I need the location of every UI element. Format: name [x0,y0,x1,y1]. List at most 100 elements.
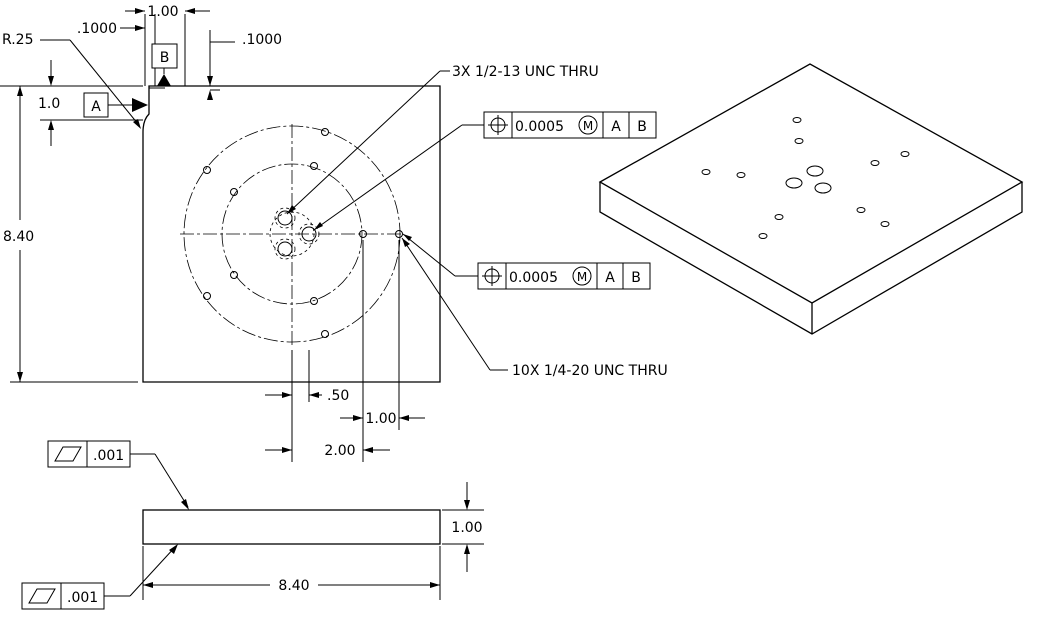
isometric-view [598,63,1024,335]
arrowhead [135,8,145,14]
iso-side-edges [599,182,1023,335]
small-hole [321,128,329,136]
datum-a-triangle [132,98,148,112]
arrowhead [207,90,213,100]
dim-hole-spacing: 2.00 [324,443,355,459]
arrowhead [464,544,470,554]
fcf-tolerance: 0.0005 [515,119,564,135]
arrowhead [169,544,178,554]
dim-datum-a: 1.0 [38,96,60,112]
small-holes [203,128,403,338]
thread-circle [274,207,296,229]
fcf-datum-2: B [631,270,641,286]
side-view: .001 .001 1.00 8.40 [21,440,484,610]
arrowhead [17,372,23,382]
dim-thickness: 1.00 [451,520,482,536]
arrowhead [403,234,412,241]
arrowhead [309,392,319,398]
fcf-modifier: M [577,270,587,284]
arrowhead [48,120,54,130]
feature-control-frame-upper: 0.0005 M A B [483,111,657,139]
arrowhead [287,205,296,214]
dim-height: 8.40 [3,229,34,245]
arrowhead [17,86,23,96]
mmc-modifier-circle [578,115,598,135]
arrowhead [464,500,470,510]
datum-b-box [151,43,178,69]
flatness-top-value: .001 [93,448,124,464]
threaded-hole [301,226,317,242]
arrowhead [143,582,153,588]
callout-small-holes: 10X 1/4-20 UNC THRU [512,363,668,379]
small-hole [321,330,329,338]
arrowhead [353,415,363,421]
large-holes [274,207,320,260]
position-icon [488,115,508,135]
flatness-bottom-value: .001 [67,590,98,606]
leader [129,545,177,597]
small-hole [359,230,367,238]
arrowhead [185,8,195,14]
threaded-hole [277,241,293,257]
fcf-datum-2: B [637,119,647,135]
arrowhead [181,499,189,510]
dim-hole-pitch: 1.00 [365,411,396,427]
leader [286,70,441,215]
front-view: B 1.00 .1000 .1000 R.25 1.0 A [0,4,668,462]
arrowhead [133,119,141,129]
dim-radius: R.25 [2,32,34,48]
dim-length: 8.40 [278,578,309,594]
fcf-datum-1: A [611,119,621,135]
dim-right-offset: .1000 [242,32,282,48]
fcf-modifier: M [583,119,593,133]
leader [69,39,139,125]
flatness-icon [54,446,82,462]
dim-top-width: 1.00 [147,4,178,20]
datum-b-label: B [160,50,170,66]
arrowhead [135,25,145,31]
arrowhead [207,76,213,86]
position-icon [482,266,502,286]
small-hole [395,230,403,238]
flatness-frame-bottom [21,582,105,610]
leader [154,453,189,508]
arrowhead [282,392,292,398]
thread-circle [298,223,320,245]
flatness-icon [28,588,56,604]
side-plate [142,509,441,545]
iso-holes [701,117,910,239]
arrowhead [363,447,373,453]
dim-hole-offset: .50 [327,388,349,404]
arrowhead [48,76,54,86]
threaded-hole [277,210,293,226]
arrowhead [430,582,440,588]
feature-control-frame-lower: 0.0005 M A B [477,262,651,290]
iso-top-face [598,63,1024,304]
arrowhead [314,222,323,230]
thread-circle [274,238,296,260]
small-hole [203,166,211,174]
fcf-frame [477,262,651,290]
fcf-datum-1: A [605,270,615,286]
leader [401,237,491,371]
small-hole [310,162,318,170]
fcf-frame [483,111,657,139]
arrowhead [399,415,409,421]
leader [313,124,463,231]
arrowhead [402,238,410,247]
small-hole [230,188,238,196]
datum-b-triangle [157,74,171,86]
datum-a-label: A [91,99,101,115]
small-hole [230,271,238,279]
fcf-tolerance: 0.0005 [509,270,558,286]
leader [402,233,456,277]
plate-outline [142,85,441,383]
small-hole [203,292,211,300]
mmc-modifier-circle [572,266,592,286]
small-hole [310,297,318,305]
dim-left-offset: .1000 [77,21,117,37]
flatness-frame-top [47,440,131,468]
arrowhead [282,447,292,453]
callout-large-holes: 3X 1/2-13 UNC THRU [452,64,599,80]
